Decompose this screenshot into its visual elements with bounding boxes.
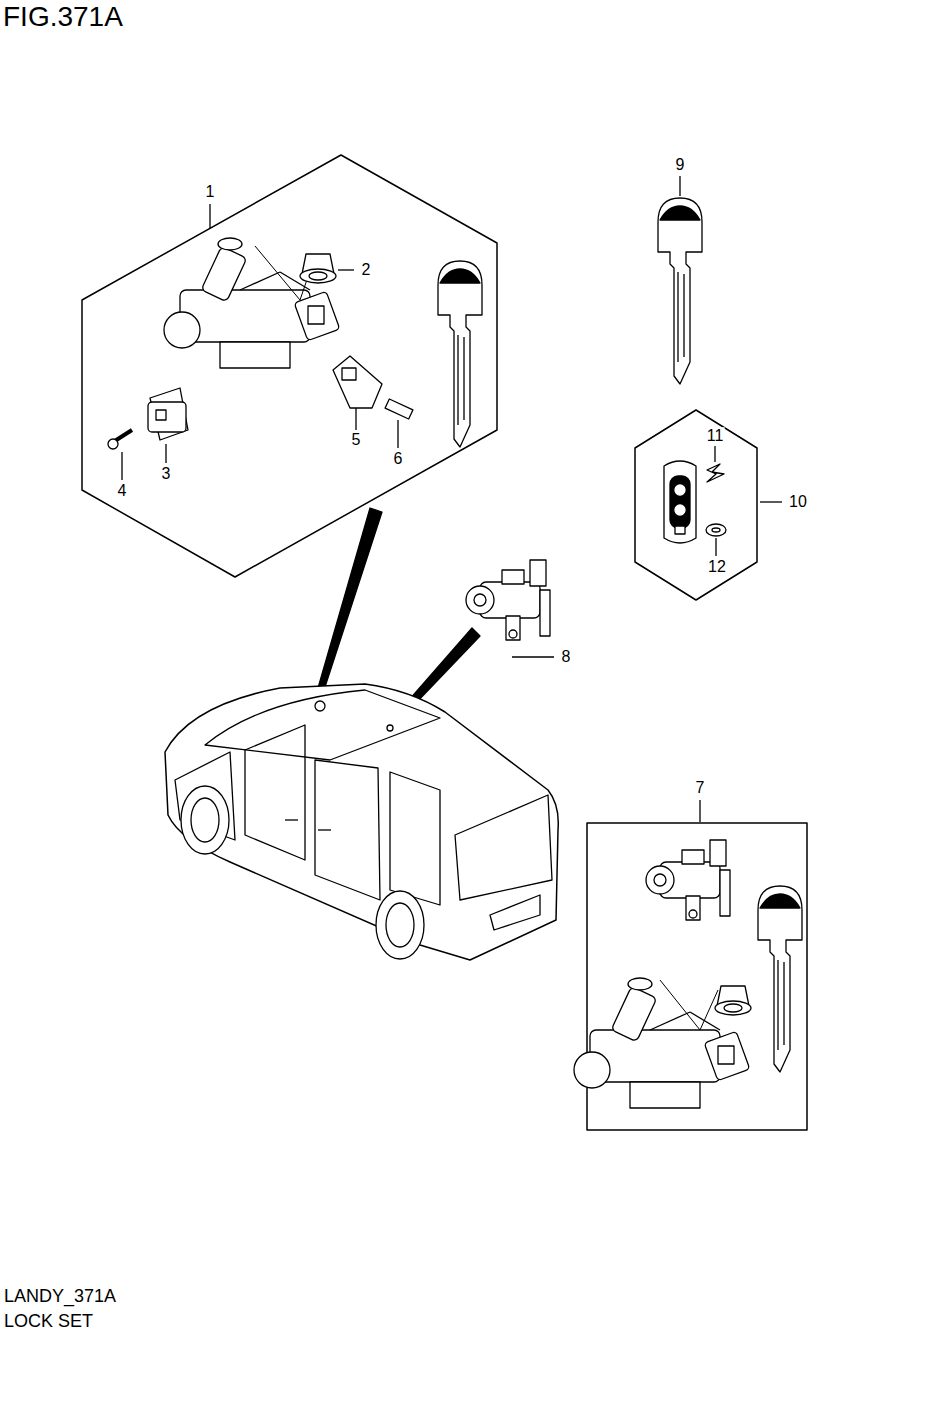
caption-text: LANDY_371A [3, 1287, 117, 1307]
callout-number: 5 [351, 431, 362, 449]
callout-number: 3 [161, 465, 172, 483]
callout-number: 12 [707, 558, 727, 576]
callout-number: 4 [117, 482, 128, 500]
figure-title: FIG.371A [2, 2, 124, 33]
callout-number: 6 [393, 450, 404, 468]
callout-number: 1 [205, 183, 216, 201]
callout-number: 10 [788, 493, 808, 511]
callout-number: 8 [561, 648, 572, 666]
callout-number: 7 [695, 779, 706, 797]
caption-text: LOCK SET [3, 1312, 94, 1332]
callout-number: 2 [361, 261, 372, 279]
callout-number: 9 [675, 156, 686, 174]
callout-number: 11 [706, 427, 725, 445]
